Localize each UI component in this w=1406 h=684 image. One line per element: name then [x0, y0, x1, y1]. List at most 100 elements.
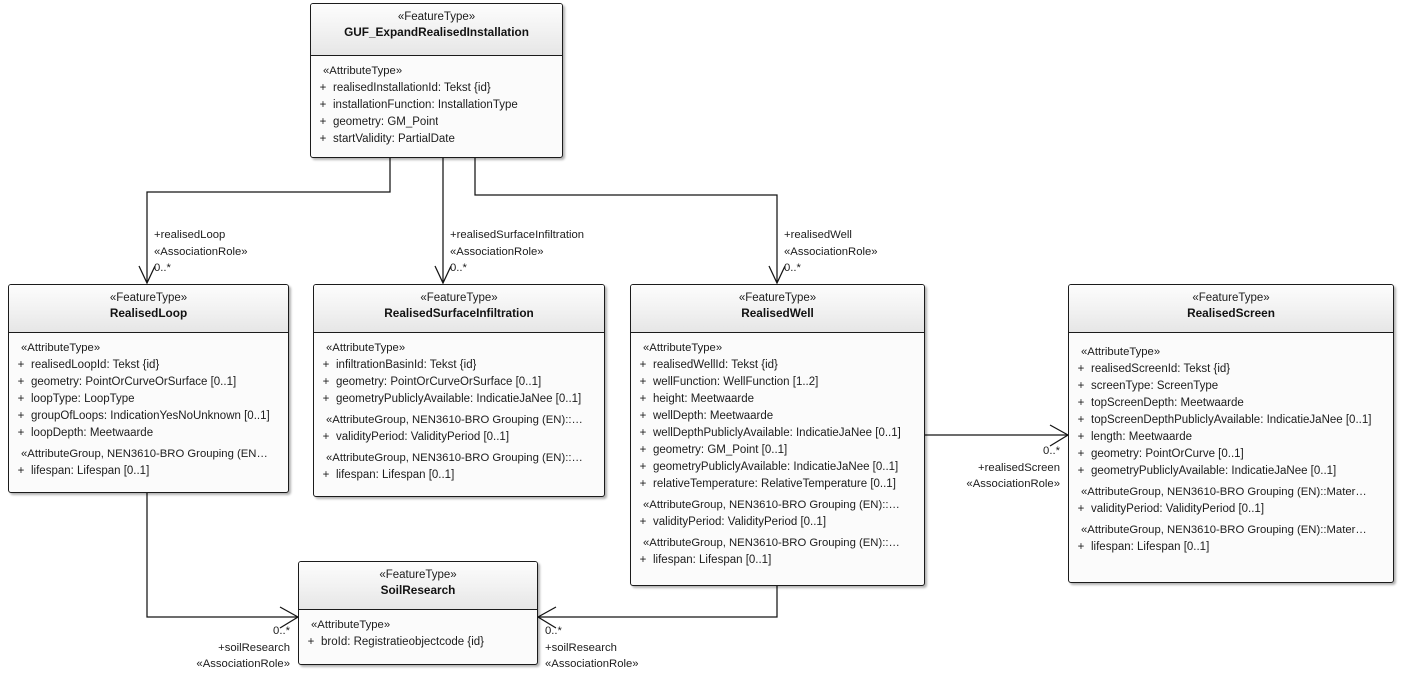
- class-realisedloop[interactable]: «FeatureType» RealisedLoop «AttributeTyp…: [8, 284, 289, 493]
- attribute-text: height: Meetwaarde: [653, 393, 755, 405]
- attribute-visibility: +: [1077, 380, 1085, 392]
- class-realisedwell[interactable]: «FeatureType» RealisedWell «AttributeTyp…: [630, 284, 925, 586]
- attribute-visibility: +: [319, 99, 327, 111]
- attribute-visibility: +: [1077, 541, 1085, 553]
- section-stereotype: «AttributeGroup, NEN3610-BRO Grouping (E…: [1081, 486, 1367, 498]
- attribute-row: + wellDepthPubliclyAvailable: IndicatieJ…: [633, 425, 922, 442]
- attribute-row: + infiltrationBasinId: Tekst {id}: [316, 357, 602, 374]
- attribute-text: geometry: PointOrCurveOrSurface [0..1]: [31, 376, 237, 388]
- class-realisedsurfaceinfiltration[interactable]: «FeatureType» RealisedSurfaceInfiltratio…: [313, 284, 605, 497]
- attribute-visibility: +: [307, 636, 315, 648]
- attribute-row: + broId: Registratieobjectcode {id}: [301, 634, 535, 651]
- class-header-realisedsurfaceinfiltration: «FeatureType» RealisedSurfaceInfiltratio…: [314, 285, 604, 333]
- association-role: +realisedWell: [784, 229, 852, 241]
- attribute-text: realisedInstallationId: Tekst {id}: [333, 82, 491, 94]
- attribute-visibility: +: [639, 444, 647, 456]
- association-label-realisedloop: +realisedLoop «AssociationRole» 0..*: [154, 227, 248, 277]
- attribute-visibility: +: [639, 427, 647, 439]
- association-stereotype: «AssociationRole»: [450, 245, 544, 258]
- association-label-realisedscreen: 0..* +realisedScreen «AssociationRole»: [900, 443, 1060, 493]
- attribute-visibility: +: [1077, 414, 1085, 426]
- attribute-text: installationFunction: InstallationType: [333, 99, 518, 111]
- class-stereotype: «FeatureType»: [738, 292, 817, 304]
- section-stereotype: «AttributeType»: [21, 342, 101, 354]
- section-stereotype: «AttributeType»: [326, 342, 406, 354]
- section-stereotype: «AttributeType»: [643, 342, 723, 354]
- class-stereotype: «FeatureType»: [109, 292, 188, 304]
- attribute-text: validityPeriod: ValidityPeriod [0..1]: [653, 516, 827, 528]
- attribute-visibility: +: [322, 393, 330, 405]
- class-stereotype: «FeatureType»: [397, 11, 476, 23]
- association-multiplicity: 0..*: [154, 262, 171, 274]
- class-guf-expandrealisedinstallation[interactable]: «FeatureType» GUF_ExpandRealisedInstalla…: [310, 3, 563, 158]
- attribute-visibility: +: [1077, 448, 1085, 460]
- attribute-row: + screenType: ScreenType: [1071, 378, 1391, 395]
- attribute-text: topScreenDepthPubliclyAvailable: Indicat…: [1091, 414, 1372, 426]
- class-soilresearch[interactable]: «FeatureType» SoilResearch «AttributeTyp…: [298, 561, 538, 665]
- attribute-row: + geometryPubliclyAvailable: IndicatieJa…: [633, 459, 922, 476]
- class-stereotype: «FeatureType»: [1192, 292, 1270, 304]
- class-stereotype: «FeatureType»: [420, 292, 498, 304]
- section-stereotype: «AttributeGroup, NEN3610-BRO Grouping (E…: [1081, 524, 1367, 536]
- attribute-text: screenType: ScreenType: [1091, 380, 1219, 392]
- attribute-text: lifespan: Lifespan [0..1]: [31, 465, 150, 477]
- attribute-visibility: +: [17, 359, 25, 371]
- attribute-row: + realisedInstallationId: Tekst {id}: [313, 80, 560, 97]
- attribute-visibility: +: [639, 516, 647, 528]
- class-realisedscreen[interactable]: «FeatureType» RealisedScreen «AttributeT…: [1068, 284, 1394, 583]
- class-body-realisedwell: «AttributeType» + realisedWellId: Tekst …: [631, 333, 924, 575]
- attribute-row: + relativeTemperature: RelativeTemperatu…: [633, 476, 922, 493]
- attribute-text: geometryPubliclyAvailable: IndicatieJaNe…: [653, 461, 899, 473]
- attribute-row: + geometry: GM_Point [0..1]: [633, 442, 922, 459]
- attribute-text: broId: Registratieobjectcode {id}: [321, 636, 485, 648]
- attribute-row: + geometry: GM_Point: [313, 114, 560, 131]
- class-name: RealisedWell: [741, 306, 814, 320]
- attribute-text: realisedLoopId: Tekst {id}: [31, 359, 160, 371]
- class-body-guf: «AttributeType» + realisedInstallationId…: [311, 56, 562, 154]
- attribute-row: + validityPeriod: ValidityPeriod [0..1]: [1071, 501, 1391, 518]
- attribute-text: infiltrationBasinId: Tekst {id}: [336, 359, 477, 371]
- arrowhead-realisedsurfaceinfiltration: [434, 265, 452, 285]
- association-multiplicity: 0..*: [450, 262, 467, 274]
- attribute-row: + geometry: PointOrCurveOrSurface [0..1]: [316, 374, 602, 391]
- association-multiplicity: 0..*: [1043, 445, 1060, 457]
- attribute-visibility: +: [1077, 363, 1085, 375]
- attribute-row: + validityPeriod: ValidityPeriod [0..1]: [316, 429, 602, 446]
- arrowhead-realisedloop: [138, 265, 156, 285]
- attribute-text: geometry: GM_Point [0..1]: [653, 444, 788, 456]
- class-header-realisedloop: «FeatureType» RealisedLoop: [9, 285, 288, 333]
- attribute-visibility: +: [322, 469, 330, 481]
- class-name: RealisedScreen: [1187, 306, 1275, 320]
- attribute-visibility: +: [639, 376, 647, 388]
- association-role: +soilResearch: [545, 641, 617, 654]
- attribute-visibility: +: [1077, 465, 1085, 477]
- attribute-visibility: +: [639, 554, 647, 566]
- attribute-visibility: +: [639, 410, 647, 422]
- class-header-realisedwell: «FeatureType» RealisedWell: [631, 285, 924, 333]
- attribute-text: loopDepth: Meetwaarde: [31, 427, 154, 439]
- attribute-visibility: +: [639, 478, 647, 490]
- attribute-row: + startValidity: PartialDate: [313, 131, 560, 148]
- attribute-visibility: +: [17, 410, 25, 422]
- attribute-text: geometryPubliclyAvailable: IndicatieJaNe…: [1091, 465, 1337, 477]
- class-header-realisedscreen: «FeatureType» RealisedScreen: [1069, 285, 1393, 333]
- association-label-soilresearch-from-loop: 0..* +soilResearch «AssociationRole»: [125, 623, 290, 673]
- connector-realisedloop-to-soilresearch: [146, 493, 297, 618]
- attribute-text: lifespan: Lifespan [0..1]: [336, 469, 455, 481]
- association-label-soilresearch-from-well: 0..* +soilResearch «AssociationRole»: [545, 623, 639, 673]
- attribute-row: + height: Meetwaarde: [633, 391, 922, 408]
- attribute-text: wellDepthPubliclyAvailable: IndicatieJaN…: [653, 427, 901, 439]
- class-body-soilresearch: «AttributeType» + broId: Registratieobje…: [299, 610, 537, 657]
- attribute-visibility: +: [639, 461, 647, 473]
- attribute-visibility: +: [319, 82, 327, 94]
- attribute-text: geometry: PointOrCurveOrSurface [0..1]: [336, 376, 542, 388]
- attribute-text: validityPeriod: ValidityPeriod [0..1]: [1091, 503, 1265, 515]
- attribute-text: validityPeriod: ValidityPeriod [0..1]: [336, 431, 510, 443]
- attribute-row: + realisedScreenId: Tekst {id}: [1071, 361, 1391, 378]
- attribute-text: startValidity: PartialDate: [333, 133, 455, 145]
- attribute-text: wellFunction: WellFunction [1..2]: [653, 376, 819, 388]
- attribute-visibility: +: [319, 116, 327, 128]
- attribute-text: lifespan: Lifespan [0..1]: [1091, 541, 1210, 553]
- attribute-visibility: +: [322, 431, 330, 443]
- association-role: +soilResearch: [218, 641, 290, 654]
